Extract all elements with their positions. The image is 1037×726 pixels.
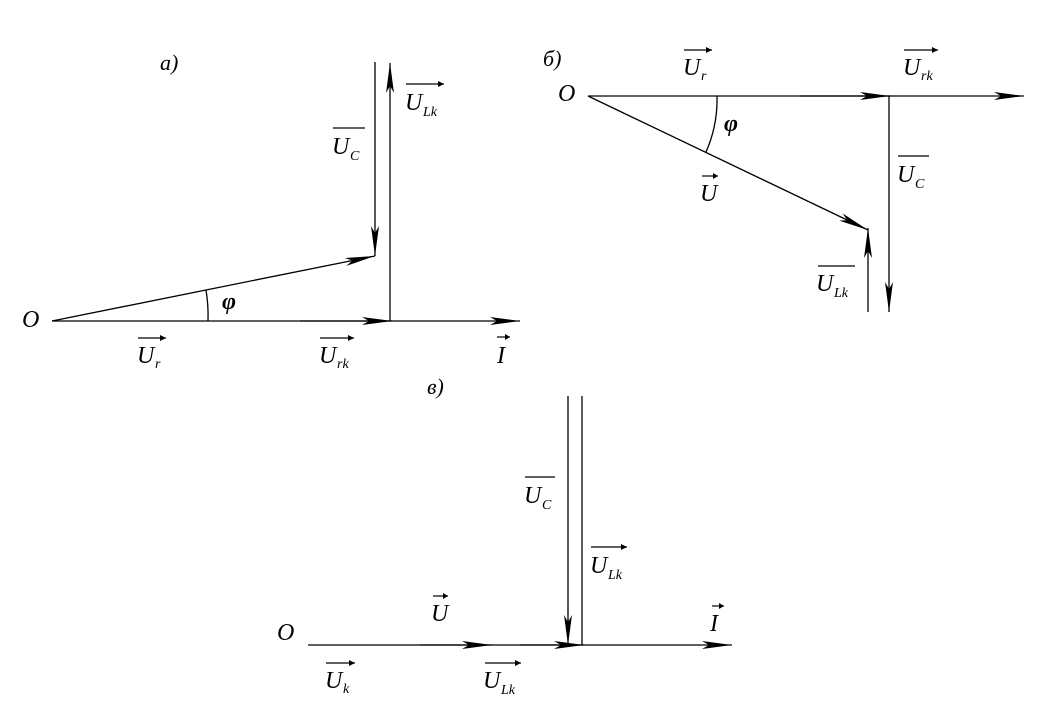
- svg-text:rk: rk: [921, 69, 933, 84]
- panel-c-origin-label: O: [277, 620, 294, 646]
- svg-text:Lk: Lk: [500, 683, 516, 698]
- svg-text:I: I: [496, 343, 506, 369]
- panel-b-u-vector: [587, 95, 869, 231]
- panel-b-u-label: U: [700, 173, 719, 207]
- panel-a-ur-label: U r: [137, 335, 166, 372]
- svg-text:U: U: [524, 483, 543, 509]
- panel-b: б) O φ U r U rk U: [543, 46, 1024, 312]
- svg-text:C: C: [350, 149, 360, 164]
- svg-text:U: U: [590, 553, 609, 579]
- panel-b-urk-label: U rk: [903, 47, 938, 84]
- panel-a-phi-label: φ: [222, 289, 236, 315]
- panel-b-phi-arc: [705, 95, 718, 153]
- panel-a-ulk-label: U Lk: [405, 81, 444, 120]
- svg-text:U: U: [431, 601, 450, 627]
- svg-text:r: r: [155, 357, 161, 372]
- panel-c-ulk-label: U Lk: [590, 544, 627, 583]
- panel-a-i-label: I: [496, 334, 510, 369]
- panel-c-i-label: I: [709, 603, 724, 637]
- svg-text:r: r: [701, 69, 707, 84]
- panel-a: a) O φ U r U rk I: [22, 50, 520, 372]
- panel-a-urk-label: U rk: [319, 335, 354, 372]
- panel-b-uc-label: U C: [897, 155, 929, 192]
- svg-text:U: U: [325, 668, 344, 694]
- panel-b-ur-label: U r: [683, 47, 712, 84]
- svg-text:U: U: [319, 343, 338, 369]
- svg-text:U: U: [700, 181, 719, 207]
- panel-a-phi-arc: [205, 289, 209, 322]
- panel-c-uc-label: U C: [524, 476, 555, 513]
- svg-text:U: U: [897, 162, 916, 188]
- svg-text:I: I: [709, 611, 719, 637]
- panel-a-uc-label: U C: [332, 127, 365, 164]
- panel-a-title: a): [160, 50, 178, 75]
- panel-c-u-label: U: [431, 593, 450, 627]
- svg-text:C: C: [915, 177, 925, 192]
- svg-text:U: U: [903, 55, 922, 81]
- panel-c-ulk-bottom-label: U Lk: [483, 660, 521, 698]
- svg-text:U: U: [483, 668, 502, 694]
- svg-text:Lk: Lk: [422, 105, 438, 120]
- panel-c: в) O U C U Lk U I: [277, 374, 732, 698]
- svg-text:U: U: [405, 90, 424, 116]
- panel-a-origin-label: O: [22, 307, 39, 333]
- svg-text:rk: rk: [337, 357, 349, 372]
- panel-c-title: в): [427, 374, 444, 399]
- panel-b-title: б): [543, 46, 561, 71]
- panel-a-u-vector: [51, 255, 376, 322]
- panel-b-origin-label: O: [558, 81, 575, 107]
- svg-text:Lk: Lk: [833, 286, 849, 301]
- svg-text:U: U: [332, 134, 351, 160]
- svg-text:k: k: [343, 682, 350, 697]
- svg-text:Lk: Lk: [607, 568, 623, 583]
- svg-text:C: C: [542, 498, 552, 513]
- panel-b-ulk-label: U Lk: [816, 265, 855, 301]
- svg-text:U: U: [816, 271, 835, 297]
- svg-text:U: U: [137, 343, 156, 369]
- svg-text:U: U: [683, 55, 702, 81]
- panel-b-phi-label: φ: [724, 111, 738, 137]
- panel-c-uk-label: U k: [325, 660, 355, 697]
